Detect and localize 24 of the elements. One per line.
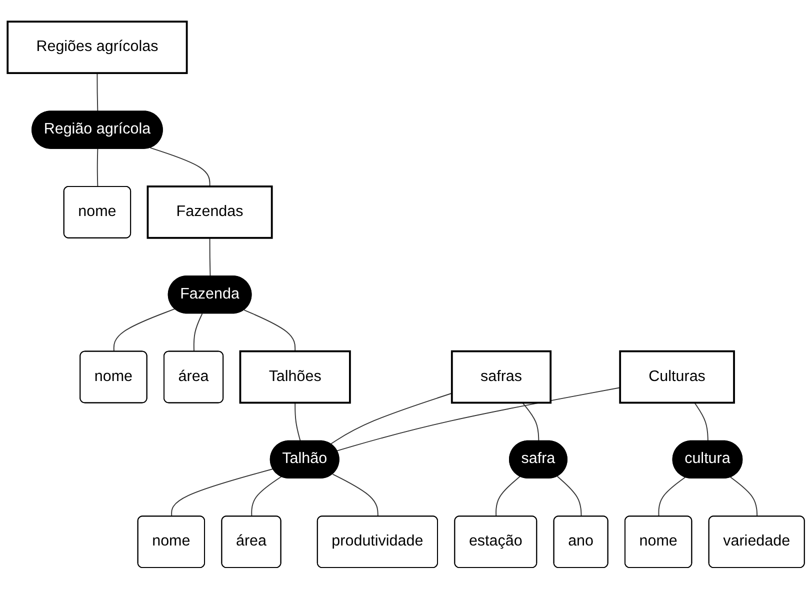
node-box: Regiões agrícolas: [6, 21, 188, 74]
connector: [694, 402, 708, 442]
connector: [336, 388, 621, 452]
connector: [730, 477, 758, 518]
connector: [209, 238, 211, 278]
connector: [113, 308, 176, 353]
connector: [522, 402, 540, 442]
node-box: Culturas: [619, 350, 735, 404]
connector: [330, 393, 452, 445]
node-box: Talhões: [239, 350, 351, 404]
node-box: Fazendas: [146, 186, 273, 240]
connector: [496, 476, 520, 518]
connector: [96, 148, 98, 188]
connector: [171, 468, 274, 518]
connector: [150, 148, 210, 188]
connector: [294, 402, 301, 442]
connector: [251, 476, 282, 518]
connector: [193, 314, 203, 353]
connector: [556, 476, 582, 518]
connector: [658, 477, 686, 518]
connector: [244, 310, 296, 352]
connector: [96, 73, 98, 113]
node-box: safras: [450, 350, 552, 404]
connector: [332, 474, 378, 518]
